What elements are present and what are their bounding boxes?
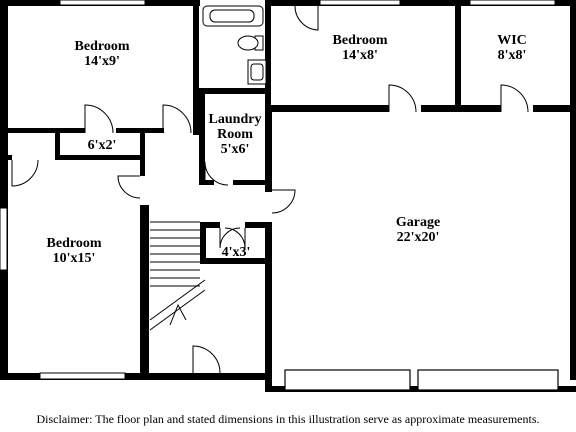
- room-label-bedroom-14x9: Bedroom 14'x9': [74, 39, 130, 69]
- windows: [0, 0, 556, 380]
- bath-fixtures: [202, 5, 267, 85]
- disclaimer-text: Disclaimer: The floor plan and stated di…: [36, 412, 540, 426]
- door-swings: [11, 0, 529, 374]
- room-label-closet-6x2: 6'x2': [87, 138, 117, 153]
- garage-doors: [284, 369, 559, 391]
- room-label-garage: Garage 22'x20': [395, 215, 441, 245]
- room-label-bedroom-14x8: Bedroom 14'x8': [332, 33, 388, 63]
- room-label-wic: WIC 8'x8': [497, 33, 527, 63]
- room-label-bedroom-10x15: Bedroom 10'x15': [46, 236, 102, 266]
- room-label-laundry: Laundry Room 5'x6': [208, 112, 262, 157]
- room-label-closet-4x3: 4'x3': [221, 245, 251, 260]
- stairs: [149, 221, 206, 331]
